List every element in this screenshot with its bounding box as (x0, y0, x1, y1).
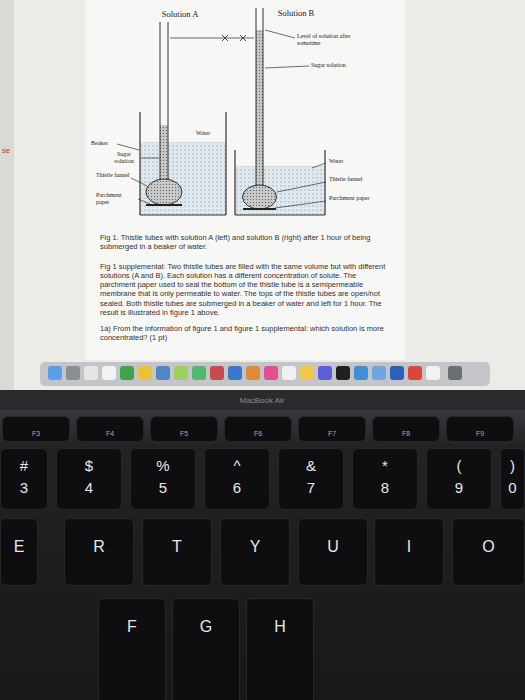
figure-caption: Fig 1. Thistle tubes with solution A (le… (100, 233, 392, 251)
key-legend: E (1, 537, 37, 556)
keyboard-key: )0 (500, 448, 525, 510)
key-legend: H (247, 617, 313, 636)
key-legend: 5 (131, 477, 195, 499)
key-legend: % (131, 455, 195, 477)
solution-title: Solution A (150, 9, 210, 19)
key-legend: F6 (225, 430, 291, 438)
key-legend: & (279, 455, 343, 477)
key-legend: 3 (1, 477, 47, 499)
key-legend: 9 (427, 477, 491, 499)
keyboard-key: F8 (372, 416, 440, 442)
key-legend: R (65, 537, 133, 556)
keyboard-key: T (142, 518, 212, 586)
keyboard-key: F5 (150, 416, 218, 442)
keyboard-key: ^6 (204, 448, 270, 510)
key-legend: F7 (299, 430, 365, 438)
keyboard-key: H (246, 598, 314, 700)
part-label: Sugar solution (108, 151, 140, 166)
part-label: Sugar solution (311, 62, 373, 69)
part-label: Water (329, 158, 369, 165)
key-legend: ( (427, 455, 491, 477)
part-label: Parchment paper (329, 195, 395, 202)
keyboard-key: &7 (278, 448, 344, 510)
keyboard-key: F4 (76, 416, 144, 442)
part-label: Beaker (91, 140, 117, 147)
key-legend: 0 (501, 477, 524, 499)
key-legend: F4 (77, 430, 143, 438)
key-legend: G (173, 617, 239, 636)
keyboard-key: F3 (2, 416, 70, 442)
part-label: Thistle funnel (96, 172, 130, 179)
key-legend: F5 (151, 430, 217, 438)
keyboard-key: F (98, 598, 166, 700)
keyboard-key: (9 (426, 448, 492, 510)
key-legend: ^ (205, 455, 269, 477)
keyboard-key: $4 (56, 448, 122, 510)
solution-title: Solution B (266, 8, 326, 18)
key-legend: ) (501, 455, 524, 477)
keyboard-key: U (298, 518, 368, 586)
key-legend: F (99, 617, 165, 636)
part-label: Parchment paper (96, 192, 136, 207)
supplemental-text: Fig 1 supplemental: Two thistle tubes ar… (100, 262, 392, 317)
key-legend: T (143, 537, 211, 556)
keyboard-key: *8 (352, 448, 418, 510)
keyboard-key: F7 (298, 416, 366, 442)
key-legend: O (453, 537, 524, 556)
level-label: Level of solution after sometime (297, 33, 363, 48)
key-legend: * (353, 455, 417, 477)
key-legend: F8 (373, 430, 439, 438)
keyboard-key: O (452, 518, 525, 586)
keyboard-key: R (64, 518, 134, 586)
keyboard-key: G (172, 598, 240, 700)
key-legend: 6 (205, 477, 269, 499)
key-legend: Y (221, 537, 289, 556)
key-legend: 4 (57, 477, 121, 499)
key-legend: F3 (3, 430, 69, 438)
keyboard-key: Y (220, 518, 290, 586)
key-legend: F9 (447, 430, 513, 438)
keyboard-key: I (374, 518, 444, 586)
key-legend: I (375, 537, 443, 556)
keyboard-key: E (0, 518, 38, 586)
key-legend: $ (57, 455, 121, 477)
key-legend: # (1, 455, 47, 477)
keyboard-key: #3 (0, 448, 48, 510)
key-legend: 7 (279, 477, 343, 499)
part-label: Thistle funnel (329, 176, 389, 183)
key-legend: 8 (353, 477, 417, 499)
keyboard-key: %5 (130, 448, 196, 510)
keyboard-key: F9 (446, 416, 514, 442)
question-text: 1a) From the information of figure 1 and… (100, 324, 392, 342)
key-legend: U (299, 537, 367, 556)
keyboard-key: F6 (224, 416, 292, 442)
brand-text: MacBook Air (222, 396, 302, 406)
stray-text: se (2, 146, 10, 155)
part-label: Water (196, 130, 224, 137)
